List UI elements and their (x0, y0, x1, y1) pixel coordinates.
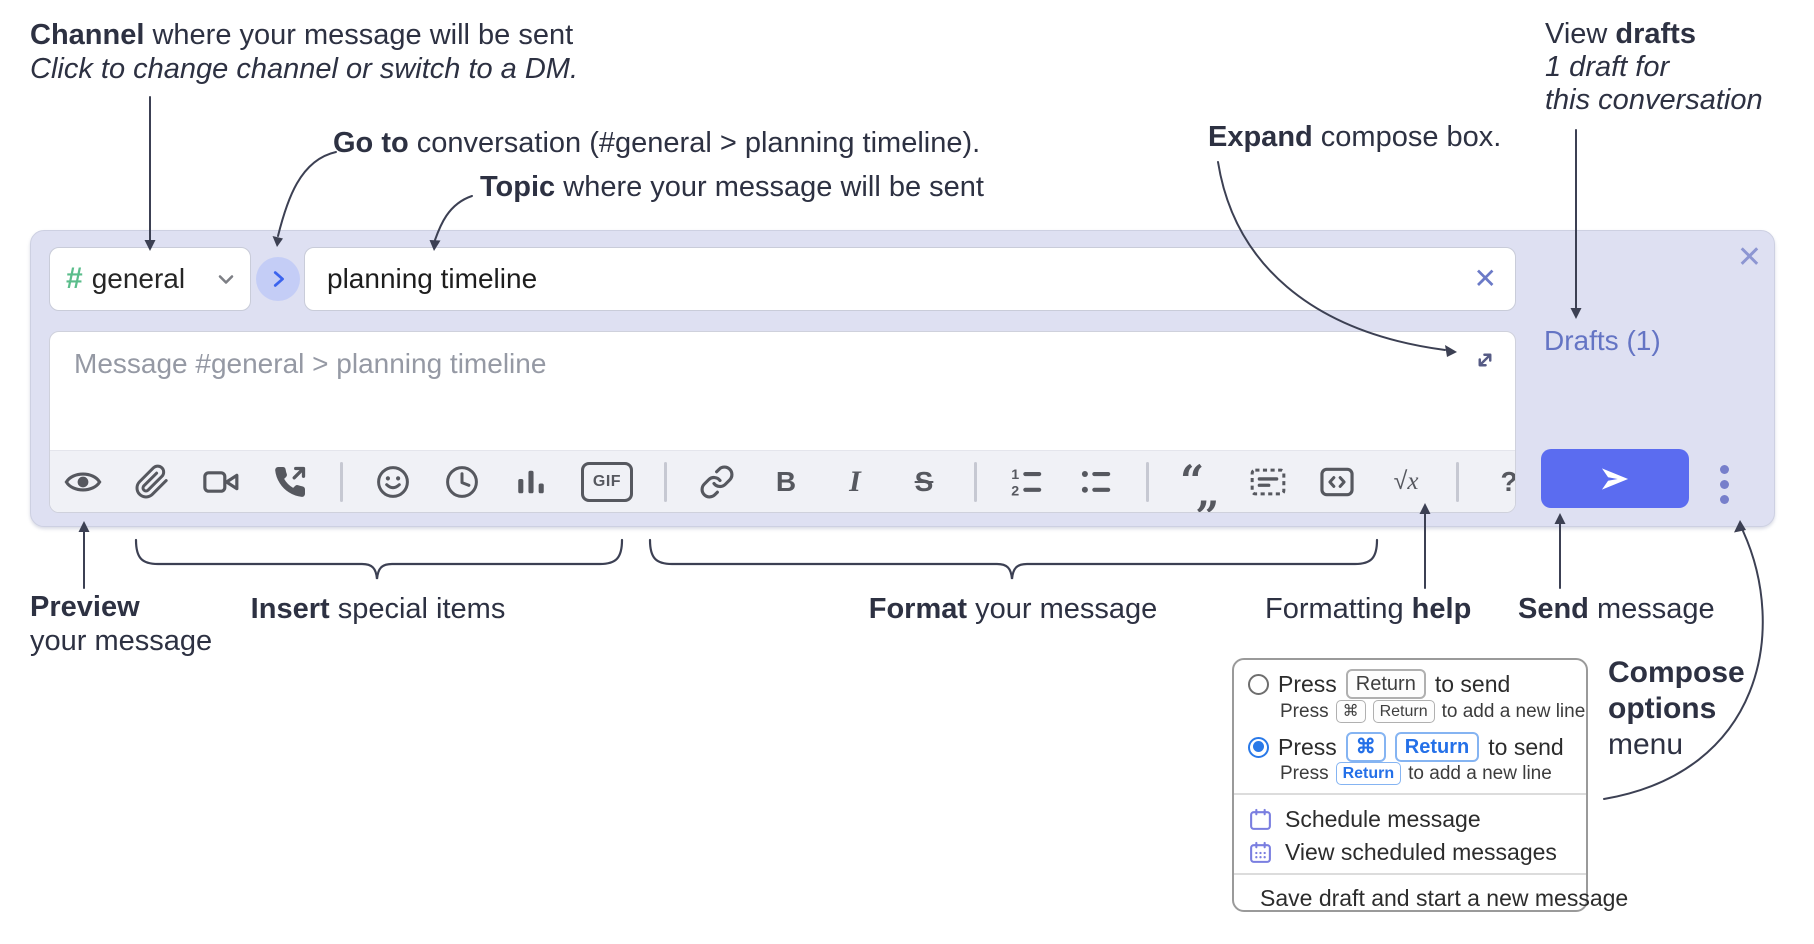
return-key: Return (1372, 700, 1435, 723)
italic-icon[interactable]: I (849, 464, 861, 498)
save-draft-item[interactable]: Save draft and start a new message (1248, 885, 1628, 912)
view-scheduled-messages-item[interactable]: View scheduled messages (1248, 839, 1576, 866)
time-icon[interactable] (443, 462, 481, 502)
schedule-message-item[interactable]: Schedule message (1248, 806, 1576, 833)
toolbar-divider (664, 461, 667, 502)
channel-annotation-sub: Click to change channel or switch to a D… (30, 53, 579, 85)
return-key: Return (1394, 732, 1480, 762)
popup-divider (1234, 793, 1586, 795)
channel-annotation: Channel where your message will be sent … (30, 18, 578, 86)
smiley-icon (377, 465, 409, 498)
quotation-marks-icon: “ „ (1180, 455, 1220, 513)
ellipsis-dot (1719, 495, 1729, 504)
ordered-list-icon: 1 2 (1011, 467, 1042, 499)
bulleted-list-icon[interactable] (1077, 462, 1115, 502)
cmd-enter-sends-subtext: Press Return to add a new line (1280, 762, 1552, 785)
gif-icon[interactable]: GIF (581, 461, 633, 502)
paper-plane-icon (1601, 467, 1629, 490)
compose-box: # general ✕ (30, 230, 1775, 527)
quote-icon[interactable]: “ „ (1180, 455, 1220, 513)
chain-link-icon (700, 465, 734, 498)
topic-input[interactable] (305, 263, 1456, 295)
enter-sends-option[interactable]: Press Return to send (1248, 669, 1576, 699)
gif-badge: GIF (581, 461, 633, 502)
spoiler-icon[interactable] (1249, 462, 1287, 502)
channel-selector[interactable]: # general (49, 247, 251, 311)
eye-icon (64, 471, 102, 492)
formatting-help-annotation: Formatting help (1265, 593, 1472, 625)
cmd-key: ⌘ (1335, 700, 1366, 723)
channel-hash-icon: # (66, 262, 83, 295)
drafts-annotation: View drafts 1 draft for this conversatio… (1545, 18, 1763, 116)
radio-selected-icon[interactable] (1248, 736, 1269, 758)
message-input[interactable] (50, 332, 1515, 450)
toolbar-divider (1146, 461, 1149, 502)
cmd-enter-sends-option[interactable]: Press ⌘ Return to send (1248, 732, 1576, 762)
unordered-list-icon (1081, 470, 1111, 493)
video-call-icon[interactable] (202, 462, 240, 502)
clock-icon (446, 465, 478, 498)
emoji-icon[interactable] (374, 462, 412, 502)
compose-options-menu-button[interactable] (1709, 455, 1739, 514)
bold-icon[interactable]: B (775, 465, 797, 497)
channel-annotation-bold: Channel (30, 19, 145, 51)
paperclip-icon (135, 464, 168, 498)
channel-annotation-rest: where your message will be sent (144, 19, 574, 51)
topic-annotation: Topic where your message will be sent (480, 171, 984, 203)
enter-sends-subtext: Press ⌘ Return to add a new line (1280, 700, 1586, 723)
send-button[interactable] (1541, 449, 1689, 508)
attach-file-icon[interactable] (133, 462, 171, 502)
calendar-icon (1250, 808, 1271, 830)
clear-topic-icon[interactable]: ✕ (1473, 263, 1497, 294)
topic-input-wrapper: ✕ (304, 247, 1516, 311)
go-to-conversation-button[interactable] (256, 257, 300, 301)
numbered-list-icon[interactable]: 1 2 (1008, 462, 1046, 502)
spoiler-box-icon (1250, 468, 1286, 495)
close-compose-icon[interactable]: ✕ (1736, 241, 1762, 274)
return-key: Return (1335, 762, 1402, 785)
toolbar-divider (1456, 461, 1459, 502)
strikethrough-icon[interactable]: S (914, 465, 934, 497)
toolbar-divider (340, 461, 343, 502)
preview-annotation: Preview your message (30, 591, 213, 657)
voice-call-icon[interactable] (271, 462, 309, 502)
message-formatting-help-icon[interactable]: ? (1500, 465, 1516, 497)
preview-eye-icon[interactable] (64, 462, 102, 502)
bar-chart-icon (518, 470, 544, 493)
toolbar-divider (974, 461, 977, 502)
svg-text:2: 2 (1011, 483, 1019, 499)
goto-annotation: Go to conversation (#general > planning … (333, 127, 981, 159)
cmd-key: ⌘ (1345, 732, 1386, 762)
code-block-icon (1320, 467, 1354, 496)
message-box: GIF B I S 1 (49, 331, 1516, 513)
expand-compose-icon[interactable] (1471, 346, 1499, 374)
ellipsis-dot (1719, 480, 1729, 489)
poll-icon[interactable] (512, 462, 550, 502)
compose-options-annotation: Compose options menu (1608, 656, 1745, 761)
math-icon[interactable]: √x (1393, 467, 1419, 495)
code-icon[interactable] (1318, 462, 1356, 502)
send-annotation: Send message (1518, 593, 1715, 625)
link-icon[interactable] (698, 462, 736, 502)
ellipsis-dot (1719, 465, 1729, 474)
return-key: Return (1345, 669, 1426, 699)
video-camera-icon (203, 470, 239, 493)
compose-options-popup: Press Return to send Press ⌘ Return to a… (1232, 658, 1628, 912)
compose-toolbar: GIF B I S 1 (50, 450, 1515, 512)
insert-annotation: Insert special items (250, 593, 506, 625)
chevron-right-icon (273, 271, 284, 287)
svg-text:1: 1 (1011, 467, 1019, 483)
calendar-grid-icon (1250, 841, 1271, 863)
expand-annotation: Expand compose box. (1208, 121, 1502, 153)
popup-divider (1234, 873, 1586, 875)
channel-annotation-line1: Channel where your message will be sent (30, 18, 578, 52)
channel-name: general (91, 263, 186, 294)
phone-outgoing-icon (275, 466, 306, 497)
radio-unselected-icon[interactable] (1248, 673, 1269, 695)
drafts-link[interactable]: Drafts (1) (1544, 325, 1661, 356)
chevron-down-icon (218, 275, 234, 284)
format-annotation: Format your message (868, 593, 1158, 625)
